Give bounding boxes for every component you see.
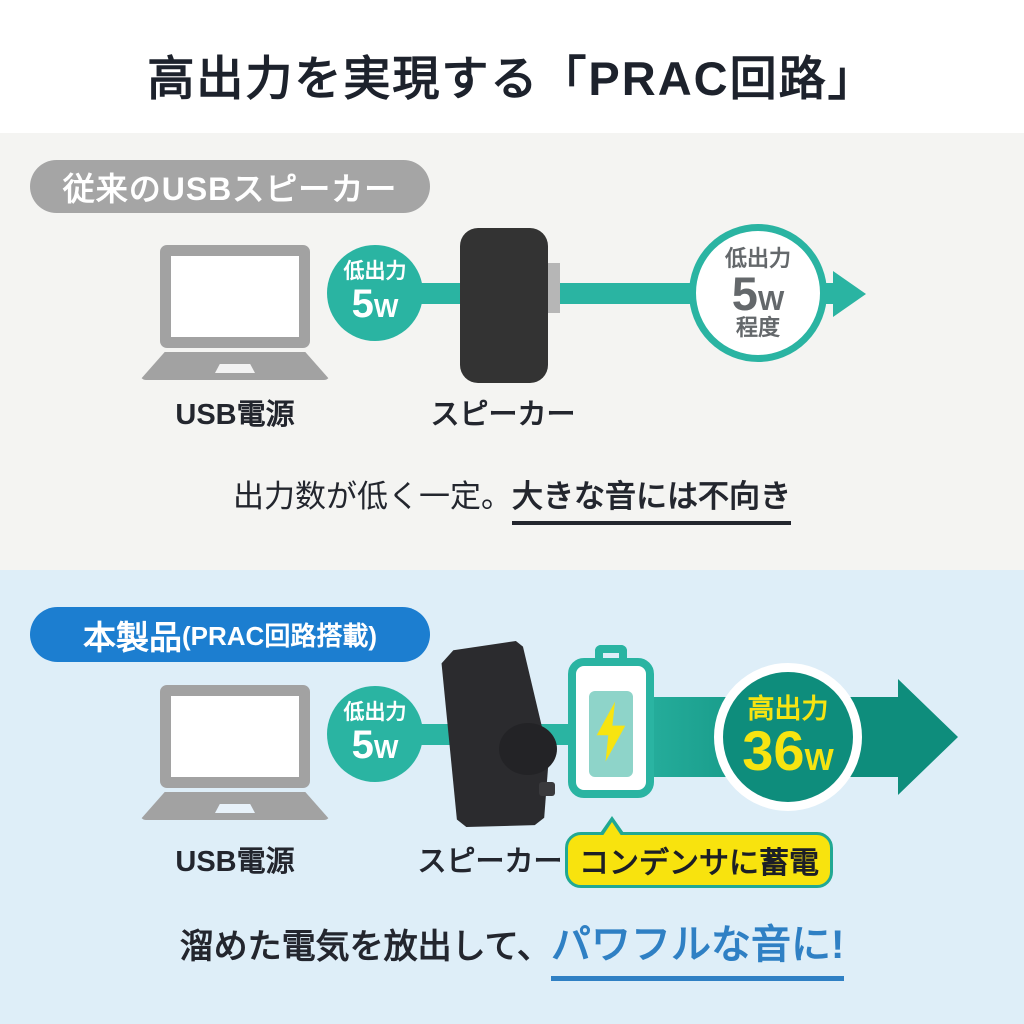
low-output-badge-unit: W: [373, 293, 399, 324]
output-circle-36w: 高出力 36W: [714, 663, 862, 811]
capacitor-note-label: コンデンサに蓄電: [579, 847, 819, 880]
output-circle-line1: 低出力: [724, 245, 791, 271]
low-output-badge-value: 5: [351, 723, 374, 768]
laptop-screen: [160, 685, 310, 788]
high-output-value: 36: [742, 718, 805, 782]
conventional-badge: 従来のUSBスピーカー: [30, 160, 430, 213]
caption-normal-text: 出力数が低く一定。: [233, 479, 512, 514]
conventional-badge-label: 従来のUSBスピーカー: [62, 170, 398, 207]
product-badge: 本製品(PRAC回路搭載): [30, 607, 430, 662]
output-circle-5w: 低出力 5W 程度: [689, 224, 827, 362]
speaker-driver-bump: [499, 722, 558, 775]
laptop-icon: [140, 245, 330, 380]
speech-pointer-icon: [602, 822, 622, 837]
speaker-icon: [460, 228, 548, 383]
laptop-screen: [160, 245, 310, 348]
big-arrow-right-icon: [898, 679, 958, 795]
speaker-icon: [438, 641, 558, 827]
section-conventional: 従来のUSBスピーカー USB電源 低出力 5W スピーカー 低出力 5W 程度: [0, 133, 1024, 570]
speaker-label: スピーカー: [417, 846, 563, 878]
low-output-badge-line1: 低出力: [343, 259, 407, 283]
arrow-right-icon: [833, 271, 866, 317]
product-badge-sub: (PRAC回路搭載): [182, 621, 377, 651]
laptop-icon: [140, 685, 330, 820]
low-output-badge: 低出力 5W: [327, 245, 423, 341]
speaker-knob: [539, 782, 556, 797]
usb-power-label: USB電源: [175, 846, 295, 878]
laptop-notch: [215, 804, 255, 813]
capacitor-note-badge: コンデンサに蓄電: [565, 832, 833, 888]
high-output-line1: 高出力: [747, 693, 829, 724]
output-circle-unit: W: [757, 284, 785, 316]
low-output-badge-value: 5: [351, 282, 374, 327]
output-circle-line3: 程度: [735, 314, 780, 340]
speaker-label: スピーカー: [430, 399, 576, 431]
laptop-notch: [215, 364, 255, 373]
caption-emphasis-text: 大きな音には不向き: [512, 471, 791, 525]
section-product: 本製品(PRAC回路搭載) USB電源 低出力 5W スピーカー: [0, 570, 1024, 1024]
usb-power-label: USB電源: [175, 399, 295, 431]
output-circle-value: 5: [731, 266, 758, 320]
conventional-caption: 出力数が低く一定。大きな音には不向き: [0, 471, 1024, 525]
caption-normal-text: 溜めた電気を放出して、: [179, 928, 551, 966]
capacitor-battery-icon: [568, 645, 654, 798]
low-output-badge: 低出力 5W: [327, 686, 423, 782]
product-badge-main: 本製品: [83, 618, 182, 656]
page-title: 高出力を実現する「PRAC回路」: [147, 52, 877, 105]
low-output-badge-unit: W: [373, 734, 399, 765]
caption-emphasis-text: パワフルな音に!: [550, 912, 845, 981]
low-output-badge-line1: 低出力: [343, 700, 407, 724]
speaker-port: [545, 263, 560, 313]
product-caption: 溜めた電気を放出して、パワフルな音に!: [0, 912, 1024, 981]
battery-cap: [595, 645, 627, 663]
high-output-unit: W: [804, 741, 834, 777]
